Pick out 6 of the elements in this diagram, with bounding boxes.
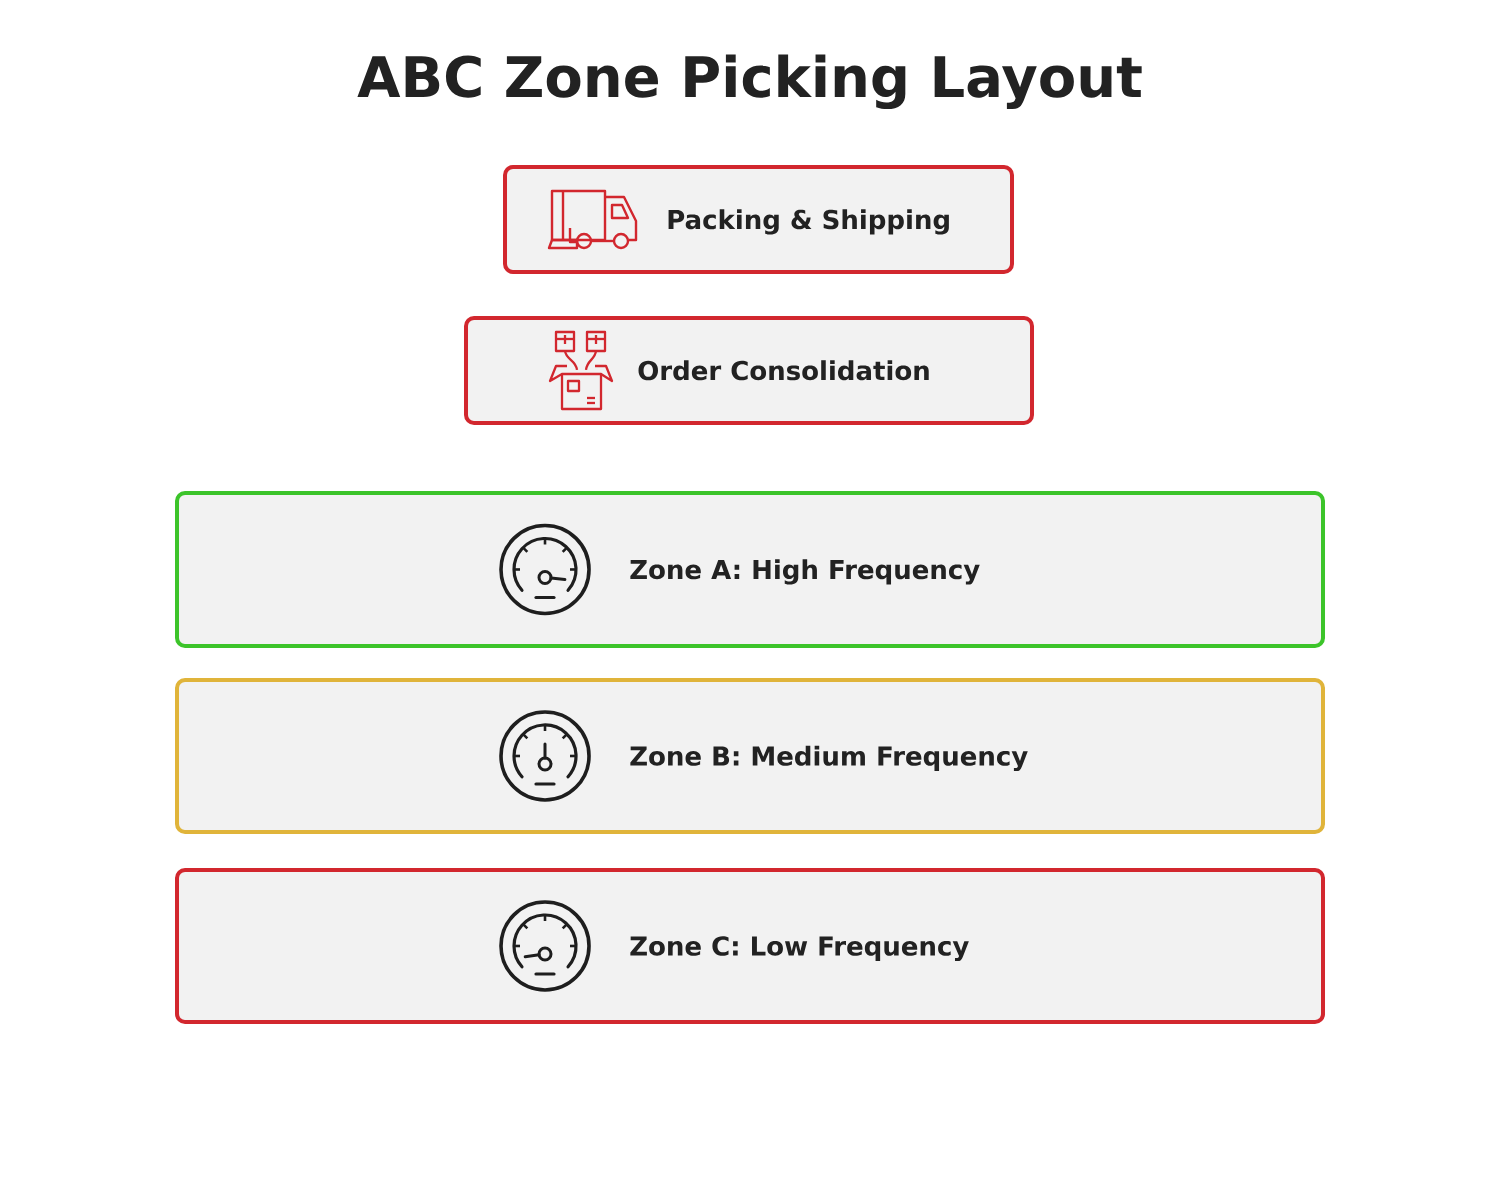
title: ABC Zone Picking Layout: [357, 54, 1142, 110]
process-box: Zone A: High Frequency: [175, 491, 1325, 648]
process-box: Order Consolidation: [464, 316, 1034, 425]
process-box: Zone C: Low Frequency: [175, 868, 1325, 1024]
process-box: Zone B: Medium Frequency: [175, 678, 1325, 834]
process-box: Packing & Shipping: [503, 165, 1014, 274]
